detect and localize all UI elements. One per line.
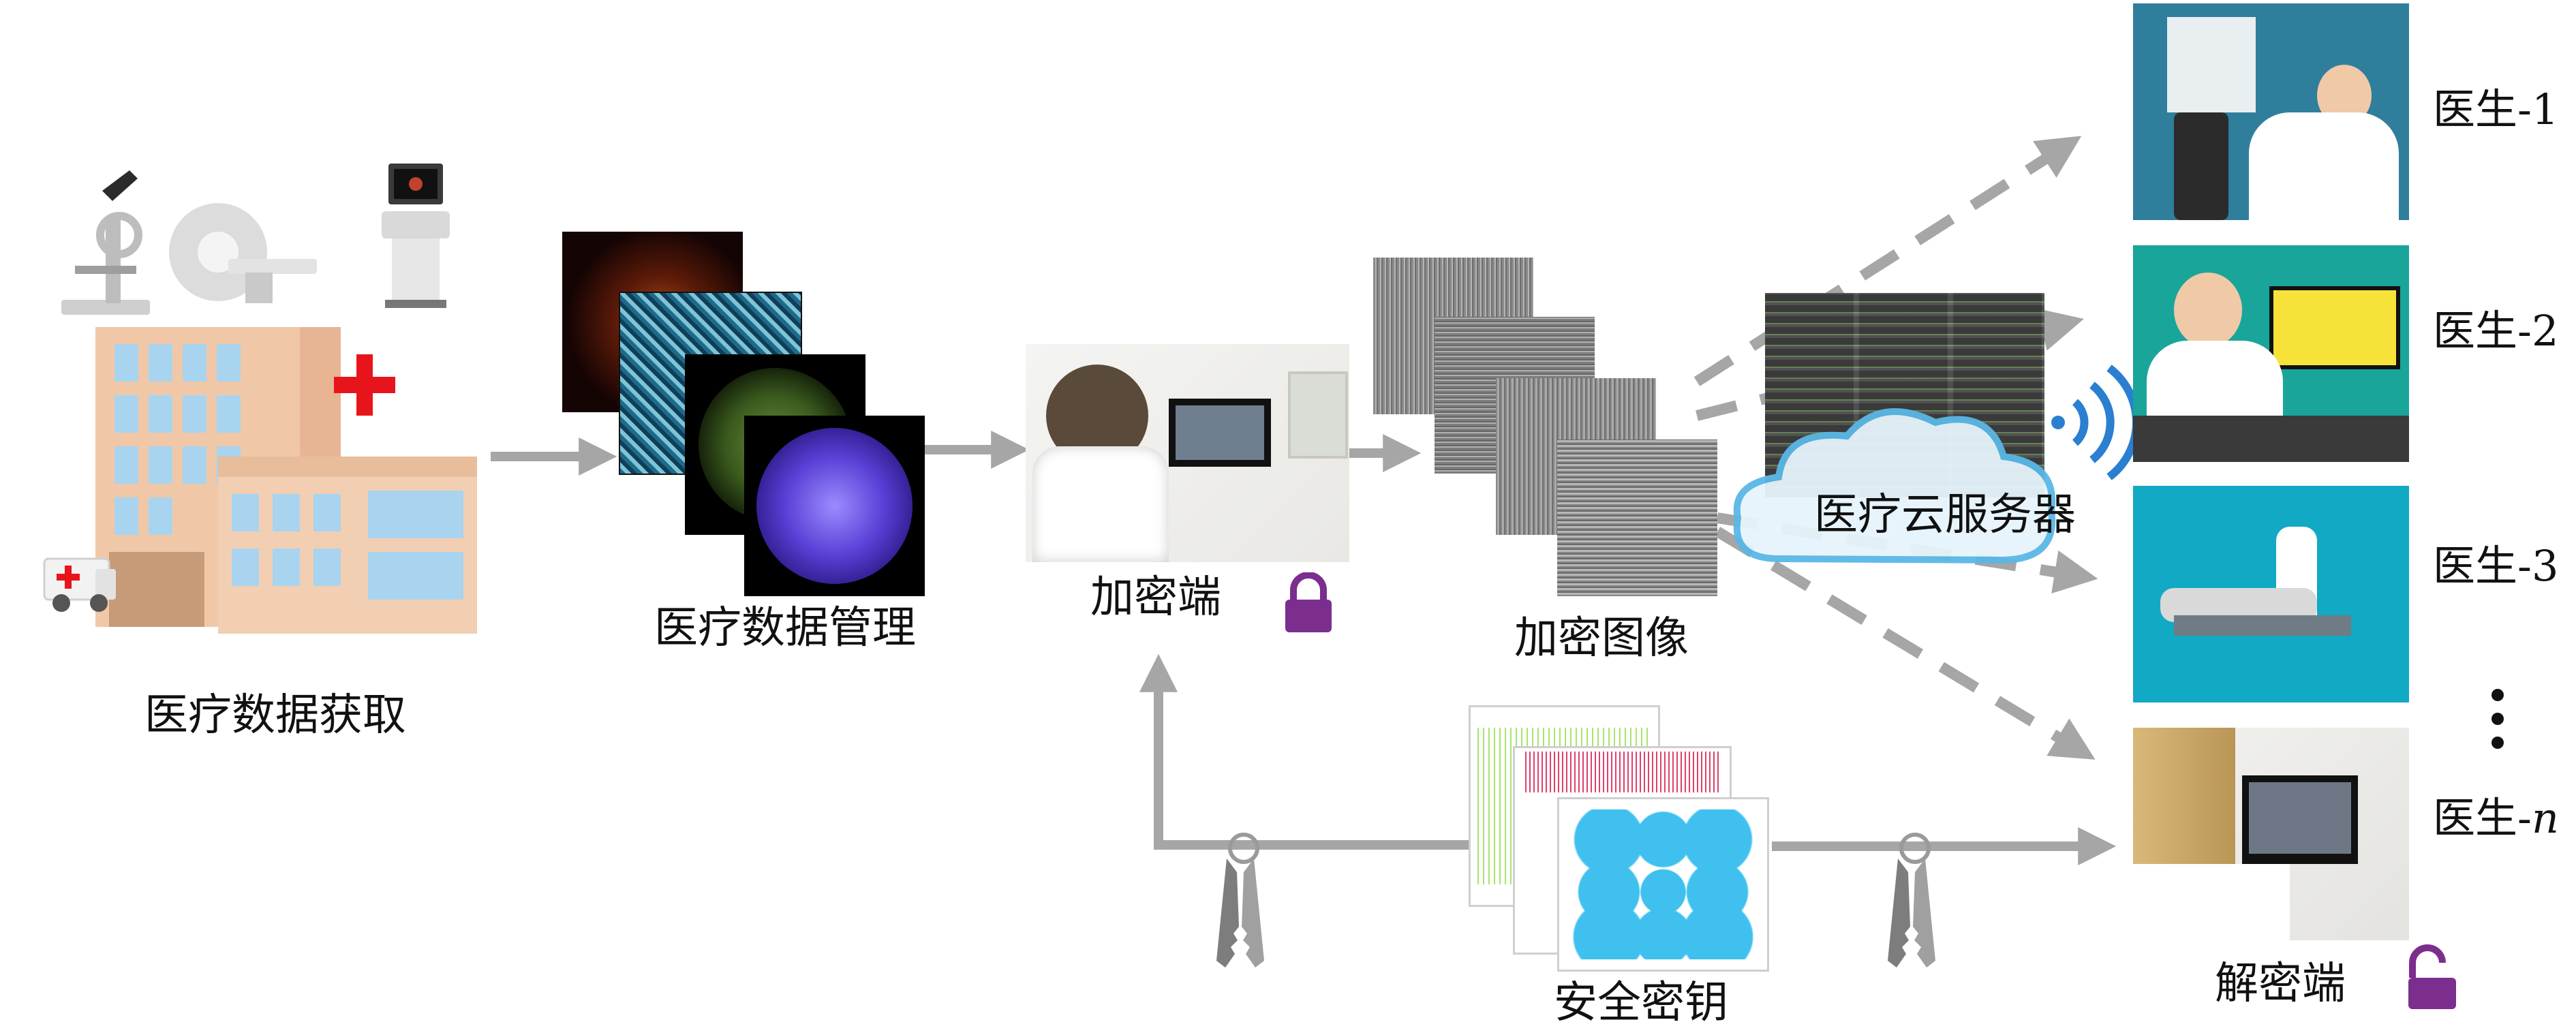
microscope-icon: [61, 170, 150, 315]
red-cross-icon: [334, 354, 395, 416]
acquisition-label: 医疗数据获取: [144, 690, 406, 741]
unlock-icon: [2408, 944, 2456, 1009]
key-file-3: [1557, 797, 1769, 972]
wifi-icon: [2051, 365, 2140, 480]
hospital-building-icon: [95, 327, 477, 634]
decryption-end-label: 解密端: [2215, 959, 2346, 1009]
cloud-label: 医疗云服务器: [1814, 490, 2076, 540]
doctor-n-label: 医生-n: [2433, 793, 2559, 843]
dashed-arrow-doctor-1: [1693, 136, 2082, 386]
ct-scanner-icon: [169, 203, 317, 303]
medical-image-4: [744, 416, 925, 596]
encrypted-image-4: [1557, 439, 1717, 596]
lock-icon: [1285, 572, 1332, 632]
ambulance-icon: [43, 557, 116, 612]
encryption-end-photo: [1026, 344, 1349, 562]
arrow-key-to-encryption: [1139, 653, 1472, 850]
encrypted-images-label: 加密图像: [1514, 613, 1689, 664]
vertical-ellipsis-icon: [2491, 689, 2504, 749]
doctor-3-label: 医生-3: [2433, 541, 2559, 591]
doctor-1-label: 医生-1: [2433, 84, 2559, 134]
cloud-icon: [1733, 408, 2056, 564]
encryption-end-label: 加密端: [1090, 572, 1221, 623]
dashed-arrow-doctor-n: [1714, 527, 2096, 760]
key-icon: [1216, 833, 1264, 968]
management-label: 医疗数据管理: [654, 603, 916, 653]
doctor-2-label: 医生-2: [2433, 306, 2559, 356]
doctor-3-image: [2133, 486, 2409, 702]
key-icon: [1888, 833, 1935, 968]
doctor-2-image: [2133, 245, 2409, 462]
ultrasound-machine-icon: [382, 164, 450, 308]
secure-key-label: 安全密钥: [1554, 978, 1728, 1028]
doctor-n-image: [2133, 728, 2409, 940]
doctor-1-image: [2133, 3, 2409, 220]
